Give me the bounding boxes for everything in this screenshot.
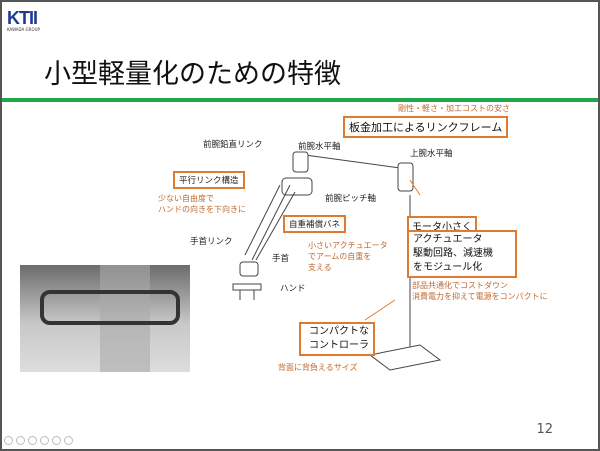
note-actuator: 小さいアクチュエータ でアームの自重を 支える (308, 241, 388, 272)
prev-icon[interactable] (4, 436, 13, 445)
box-link-frame: 板金加工によるリンクフレーム (343, 116, 509, 138)
title-divider (2, 98, 598, 102)
label-vertical-link: 前腕鉛直リンク (203, 140, 263, 150)
robot-photo (20, 265, 190, 372)
zoom-icon[interactable] (52, 436, 61, 445)
note-size: 背面に背負えるサイズ (278, 363, 358, 372)
note-parts: 部品共通化でコストダウン 消費電力を抑えて電源をコンパクトに (412, 281, 548, 301)
slide-title: 小型軽量化のための特徴 (44, 59, 341, 90)
box-spring: 自重補償バネ (283, 215, 347, 233)
label-forearm-horizontal: 前腕水平軸 (298, 142, 341, 152)
slide-toolbar[interactable] (4, 436, 73, 445)
box-module: アクチュエータ 駆動回路、減速機 をモジュール化 (407, 230, 517, 278)
pen-icon[interactable] (28, 436, 37, 445)
label-pitch-axis: 前腕ピッチ軸 (325, 194, 377, 204)
logo-text: KTII (7, 8, 38, 28)
slides-icon[interactable] (40, 436, 49, 445)
box-controller: コンパクトな コントローラ (299, 322, 375, 356)
label-wrist-link: 手首リンク (190, 237, 233, 247)
label-upper-horizontal: 上腕水平軸 (410, 149, 453, 159)
page-number: 12 (536, 422, 553, 437)
note-rigidity: 剛性・軽さ・加工コストの安さ (398, 104, 510, 113)
next-icon[interactable] (16, 436, 25, 445)
label-wrist: 手首 (272, 254, 290, 264)
box-parallel-link: 平行リンク構造 (173, 171, 245, 189)
note-parallel: 少ない自由度で ハンドの向きを下向きに (158, 194, 246, 214)
logo-group: KAWADA GROUP (7, 27, 40, 32)
label-hand: ハンド (280, 284, 306, 294)
more-icon[interactable] (64, 436, 73, 445)
